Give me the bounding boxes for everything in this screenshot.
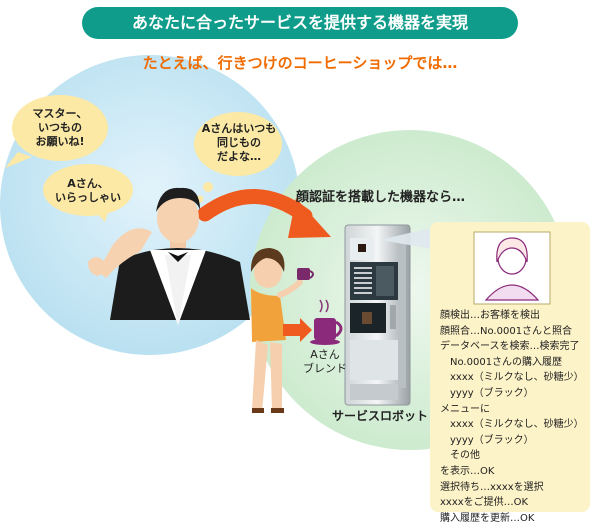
- flow-arrow-icon: [197, 189, 331, 238]
- selection-arrow-icon: [283, 318, 312, 342]
- process-log-line: 購入履歴を更新…OK: [440, 512, 535, 524]
- master-thought-text: Aさんはいつも 同じもの だよな…: [201, 122, 277, 163]
- process-log-line: No.0001さんの購入履歴: [450, 356, 563, 368]
- coffee-cup-icon: [310, 299, 343, 345]
- customer-request-bubble: [5, 95, 108, 168]
- process-log-line: xxxxをご提供…OK: [440, 497, 529, 509]
- customer-figure: [250, 248, 303, 413]
- customer-cup-icon: [297, 268, 314, 280]
- customer-request-text: マスター、 いつもの お願いね!: [32, 107, 88, 148]
- master-greeting-bubble: [43, 164, 133, 222]
- process-log-line: データベースを検索…検索完了: [440, 341, 580, 353]
- service-robot: [344, 224, 411, 406]
- process-log-line: 選択待ち…xxxxを選択: [440, 481, 544, 493]
- face-recognition-label: 顔認証を搭載した機器なら…: [296, 190, 466, 205]
- service-robot-label: サービスロボット: [332, 409, 429, 423]
- process-log-line: xxxx（ミルクなし、砂糖少）: [450, 372, 584, 384]
- process-log: 顔検出…お客様を検出顔照合…No.0001さんと照合データベースを検索…検索完了…: [440, 308, 590, 526]
- process-log-line: yyyy（ブラック）: [450, 387, 534, 399]
- page-title-banner: あなたに合ったサービスを提供する機器を実現: [82, 7, 518, 39]
- process-log-line: その他: [450, 450, 480, 462]
- process-log-line: xxxx（ミルクなし、砂糖少）: [450, 419, 584, 431]
- master-greeting-text: Aさん、 いらっしゃい: [55, 177, 121, 204]
- process-log-line: 顔照合…No.0001さんと照合: [440, 325, 573, 337]
- process-log-line: 顔検出…お客様を検出: [440, 310, 540, 321]
- page-subtitle: たとえば、行きつけのコーヒーショップでは…: [142, 54, 458, 72]
- face-scan-beam: [380, 226, 438, 250]
- process-log-line: yyyy（ブラック）: [450, 434, 534, 446]
- process-log-line: を表示…OK: [440, 465, 495, 477]
- bartender-figure: [88, 187, 250, 325]
- process-log-line: メニューに: [440, 403, 490, 415]
- blend-label: Aさん ブレンド: [303, 348, 347, 375]
- customer-portrait-icon: [484, 237, 540, 301]
